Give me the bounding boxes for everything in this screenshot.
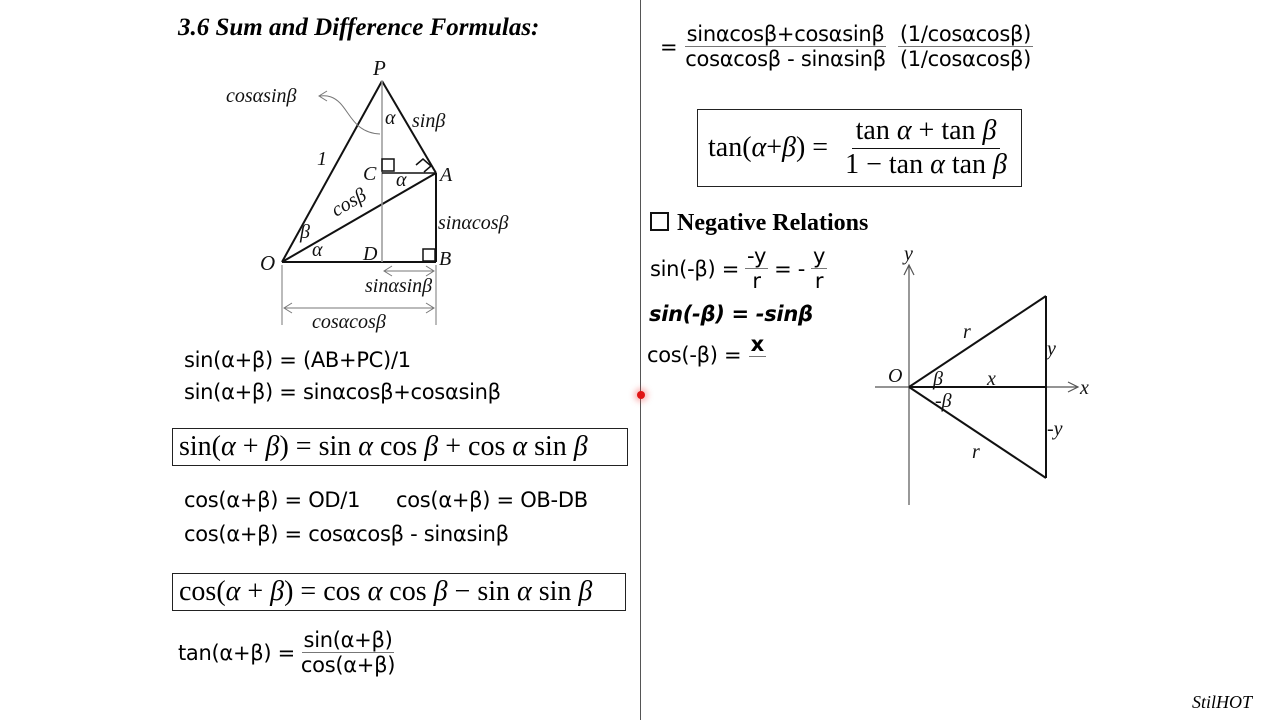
cos-negative-derivation: cos(-β) = x [647,332,766,367]
neg-y-side-label: -y [1047,418,1063,440]
angle-alpha-top: α [385,107,396,129]
x-side-label: x [986,368,996,390]
angle-alpha-mid: α [396,169,407,191]
sin-derivation-step-2: sin(α+β) = sinαcosβ+cosαsinβ [184,380,501,404]
sin-alpha-cos-beta-label: sinαcosβ [438,212,508,234]
sin-beta-label: sinβ [412,110,445,132]
sin-alpha-sin-beta-label: sinαsinβ [365,275,432,297]
point-a-label: A [438,164,453,186]
tan-quotient-definition: tan(α+β) = sin(α+β) cos(α+β) [178,628,396,678]
signature-watermark: StilHOT [1192,692,1253,712]
page-title: 3.6 Sum and Difference Formulas: [178,14,540,41]
sin-derivation-step-1: sin(α+β) = (AB+PC)/1 [184,348,411,372]
point-o-label: O [260,251,275,275]
beta-angle-label: β [932,368,943,390]
vertical-divider [640,0,641,720]
origin-label: O [888,365,902,387]
pointer-cursor-dot [637,391,645,399]
r-bottom-label: r [972,441,980,463]
cos-derivation-od: cos(α+β) = OD/1 [184,488,361,512]
x-axis-label: x [1079,377,1089,399]
sin-sum-formula-box: sin(α + β) = sin α cos β + cos α sin β [172,428,628,466]
angle-alpha-bottom: α [312,239,323,261]
tan-expansion-step: = sinαcosβ+cosαsinβ cosαcosβ - sinαsinβ … [660,22,1033,72]
negative-angle-diagram: y x O r r y -y x β -β [875,243,1089,505]
cos-alpha-sin-beta-label: cosαsinβ [226,85,296,107]
cos-alpha-cos-beta-label: cosαcosβ [312,311,386,333]
cos-sum-formula-box: cos(α + β) = cos α cos β − sin α sin β [172,573,626,611]
sin-negative-result: sin(-β) = -sinβ [649,302,813,326]
r-top-label: r [963,321,971,343]
hypotenuse-one-label: 1 [317,148,327,170]
tan-sum-formula-box: tan(α + β) = tan α + tan β 1 − tan α tan… [697,109,1022,187]
y-axis-label: y [902,243,913,265]
negative-relations-heading: Negative Relations [650,210,868,237]
cos-derivation-step-2: cos(α+β) = cosαcosβ - sinαsinβ [184,522,509,546]
point-b-label: B [439,248,451,270]
sum-formula-proof-diagram: P C A O D B cosαsinβ 1 sinβ cosβ sinαcos… [226,56,508,333]
angle-beta: β [299,221,310,243]
checkbox-bullet-icon [650,212,669,231]
point-d-label: D [362,243,378,265]
cos-derivation-ob-db: cos(α+β) = OB-DB [396,488,588,512]
neg-beta-angle-label: -β [935,390,952,412]
point-p-label: P [372,56,386,80]
point-c-label: C [363,163,377,185]
y-side-label: y [1045,338,1056,360]
